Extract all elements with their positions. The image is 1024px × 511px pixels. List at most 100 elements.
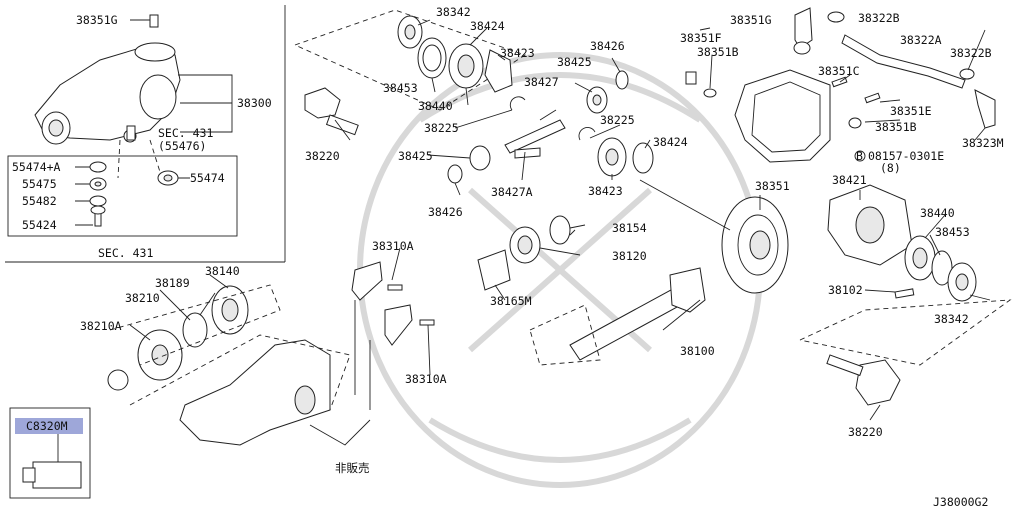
label-38300[interactable]: 38300 [237,96,272,110]
label-38310a-top[interactable]: 38310A [372,239,414,253]
label-38426-lower[interactable]: 38426 [428,205,463,219]
label-38427a[interactable]: 38427A [491,185,533,199]
washer-55474a[interactable] [89,161,107,173]
label-38440-right[interactable]: 38440 [920,206,955,220]
bolt-38102[interactable] [894,288,915,299]
breather-tube-38322a[interactable] [841,34,966,89]
snap-ring-38225-right[interactable] [578,127,596,141]
sec-ref-link[interactable]: SEC. 431 [158,126,213,140]
washer-55482[interactable] [89,195,107,207]
drain-plug-small[interactable] [126,125,136,141]
label-38351c[interactable]: 38351C [818,64,860,78]
breather-38351g-right[interactable] [793,7,813,55]
bolt-38351e[interactable] [864,92,881,104]
final-drive-assembly[interactable] [34,14,181,145]
bracket-38310a-bottom[interactable] [384,304,435,346]
label-38427[interactable]: 38427 [524,75,559,89]
pinion-gear-38425-lower[interactable] [469,145,491,171]
label-38453-top[interactable]: 38453 [383,81,418,95]
label-38100[interactable]: 38100 [680,344,715,358]
label-38425-lower[interactable]: 38425 [398,149,433,163]
oil-seal-38189[interactable] [182,312,208,348]
diff-case-38421[interactable] [827,184,913,266]
pinion-shaft-38427[interactable] [504,119,566,154]
label-38453-right[interactable]: 38453 [935,225,970,239]
bearing-38120[interactable] [509,226,541,264]
plug-38351f[interactable] [685,71,697,85]
label-38322b-top[interactable]: 38322B [858,11,900,25]
label-38426-top[interactable]: 38426 [590,39,625,53]
label-38440-top[interactable]: 38440 [418,99,453,113]
thrust-washer-38426-top[interactable] [615,70,629,90]
sensor-38323m[interactable] [974,89,996,129]
companion-flange-38220-left[interactable] [304,87,359,136]
label-38120[interactable]: 38120 [612,249,647,263]
pin-38427a[interactable] [514,147,541,159]
ring-gear[interactable] [721,196,789,294]
companion-flange-38210[interactable] [137,329,183,381]
spacer-38165m[interactable] [477,249,511,291]
bearing-38342-right[interactable] [947,262,977,302]
mount-55474[interactable] [157,170,179,186]
bearing-38440-right[interactable] [904,235,936,281]
label-38310a-bottom[interactable]: 38310A [405,372,447,386]
label-38165m[interactable]: 38165M [490,294,532,308]
label-38423-right[interactable]: 38423 [588,184,623,198]
clip-38322b-right[interactable] [959,68,975,80]
highlight-part-label[interactable]: C8320M [26,419,68,433]
label-38351b-left[interactable]: 38351B [697,45,739,59]
label-55474[interactable]: 55474 [190,171,225,185]
bolt-ref-number[interactable]: 08157-0301E [868,149,944,163]
snap-ring-38225-top[interactable] [509,96,526,111]
label-38225-right[interactable]: 38225 [600,113,635,127]
side-gear-38423-right[interactable] [597,137,627,177]
side-gear-38423-top[interactable] [484,49,513,93]
label-38421[interactable]: 38421 [832,173,867,187]
oil-seal-38154[interactable] [549,215,571,245]
section-label[interactable]: SEC. 431 [98,246,153,260]
shim-38453-top[interactable] [417,37,447,79]
rear-cover-38351[interactable] [734,69,831,163]
nut-55475[interactable] [89,177,107,191]
clip-38322b-top[interactable] [827,11,845,23]
label-38342-top[interactable]: 38342 [436,5,471,19]
label-38423-top[interactable]: 38423 [500,46,535,60]
label-38220-left[interactable]: 38220 [305,149,340,163]
label-38351b-right[interactable]: 38351B [875,120,917,134]
pinion-gear-38425-top[interactable] [586,86,608,114]
label-38351[interactable]: 38351 [755,179,790,193]
label-38342-right[interactable]: 38342 [934,312,969,326]
label-55475[interactable]: 55475 [22,177,57,191]
bearing-38440-top[interactable] [448,43,484,89]
label-38210a[interactable]: 38210A [80,319,122,333]
label-38322b-right[interactable]: 38322B [950,46,992,60]
label-55474a[interactable]: 55474+A [12,160,61,174]
label-38424-right[interactable]: 38424 [653,135,688,149]
carrier-housing[interactable] [179,339,331,446]
label-38154[interactable]: 38154 [612,221,647,235]
bearing-38140[interactable] [211,285,249,335]
label-38102[interactable]: 38102 [828,283,863,297]
companion-flange-38220-right[interactable] [826,354,901,406]
label-38210[interactable]: 38210 [125,291,160,305]
label-55482[interactable]: 55482 [22,194,57,208]
sealant-tube-c8320m[interactable] [22,461,82,489]
nut-38210a[interactable] [107,369,129,391]
label-38351g-right[interactable]: 38351G [730,13,772,27]
bracket-38310a-top[interactable] [351,261,403,301]
thrust-washer-38424-right[interactable] [632,142,654,174]
bolt-55424[interactable] [90,205,106,227]
bearing-38342-top[interactable] [397,15,423,49]
label-38225-top[interactable]: 38225 [424,121,459,135]
label-38351e[interactable]: 38351E [890,104,932,118]
washer-38351b-right[interactable] [848,117,862,129]
drive-pinion-38100[interactable] [529,267,706,366]
washer-38351b-left[interactable] [703,88,717,98]
label-38424-top[interactable]: 38424 [470,19,505,33]
label-38323m[interactable]: 38323M [962,136,1004,150]
label-38189[interactable]: 38189 [155,276,190,290]
label-38140[interactable]: 38140 [205,264,240,278]
label-38322a[interactable]: 38322A [900,33,942,47]
label-38351g-left[interactable]: 38351G [76,13,118,27]
highlight-part-tag[interactable] [15,418,83,434]
